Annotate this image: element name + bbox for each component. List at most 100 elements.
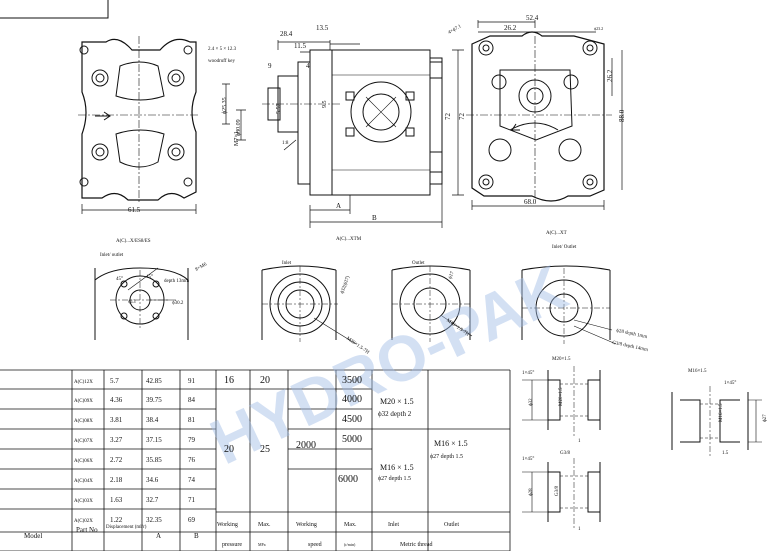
detail-d27: ϕ27: [763, 414, 768, 422]
title-frame: [0, 0, 109, 19]
label-inlet: Inlet: [282, 261, 292, 266]
cell-disp: 1.63: [110, 496, 123, 504]
cell-a: 32.7: [146, 496, 159, 504]
dim-holes-right: ϕ23.2: [594, 26, 603, 31]
dim-26-2-vert: 26.2: [606, 69, 614, 82]
cell-b: 84: [188, 396, 196, 404]
table-row: A(C)06X 2.72 35.85 76: [74, 456, 196, 464]
pressure-working-top: 16: [224, 375, 234, 386]
hdr-disp: Displacement (ml/r): [106, 525, 147, 530]
hdr-inlet: Inlet: [388, 522, 399, 528]
dim-52-4: 52.4: [526, 14, 539, 22]
outlet-thread-depth: ϕ27 depth 1.5: [430, 454, 463, 460]
label-front-angle2: 45°: [146, 275, 153, 280]
speed-max-3: 5000: [342, 434, 362, 445]
table-row: A(C)07X 3.27 37.15 79: [74, 436, 196, 444]
side-view: [222, 40, 464, 228]
dim-5-57: 5.57: [276, 104, 282, 115]
hdr-speed-unit: (r/min): [344, 542, 356, 547]
cell-a: 35.85: [146, 456, 162, 464]
speed-max-0: 3500: [342, 375, 362, 386]
inlet-thread-top: M20 × 1.5: [380, 397, 414, 406]
thread-detail-m20: [522, 366, 601, 436]
table-row: A(C)03X 1.63 32.7 71: [74, 496, 196, 504]
inlet-thread-low: M16 × 1.5: [380, 463, 414, 472]
detail-chamfer-2: 1×45°: [522, 457, 534, 462]
cell-disp: 3.81: [110, 416, 123, 424]
hdr-working-s: Working: [296, 522, 317, 528]
label-front-phi30: ϕ30.2: [172, 301, 184, 306]
cell-a: 38.4: [146, 416, 159, 424]
dim-4: 4: [306, 62, 310, 70]
dim-phi80: ϕ80.09: [236, 119, 242, 136]
flange-view: [78, 36, 200, 214]
cell-part: A(C)12X: [74, 380, 93, 385]
inlet-thread-low-depth: ϕ27 depth 1.5: [378, 476, 411, 482]
detail-title-m16: M16×1.5: [688, 369, 707, 374]
speed-max-1: 4000: [342, 394, 362, 405]
port-section-right: [521, 265, 617, 345]
dim-9: 9: [268, 62, 272, 70]
speed-max-4: 6000: [338, 474, 358, 485]
detail-chamfer-3: 1×45°: [724, 381, 736, 386]
label-right-d1: ϕ28 depth 1mm: [616, 329, 648, 340]
label-front-phi13: ϕ13: [128, 300, 136, 305]
detail-one2: 1: [578, 527, 581, 532]
cell-b: 79: [188, 436, 196, 444]
table-row: A(C)02X 1.22 32.35 69: [74, 516, 196, 524]
speed-max-2: 4500: [342, 414, 362, 425]
dim-woodruff: woodruff key: [208, 59, 235, 64]
detail-m20-sec: M20×1.5: [559, 387, 564, 406]
cell-a: 42.85: [146, 377, 162, 385]
cell-part: A(C)02X: [74, 519, 93, 524]
detail-title-g38: G3/8: [560, 451, 571, 456]
label-front-depth: depth 13mm: [164, 279, 189, 284]
dim-taper: 1:8: [282, 141, 289, 146]
port-section-inlet: [261, 265, 357, 345]
cell-part: A(C)09X: [74, 399, 93, 404]
dim-9-5: 9.5: [322, 101, 328, 109]
detail-one3: 1.5: [722, 451, 729, 456]
section-title-middle: A(C)...XTM: [336, 237, 362, 242]
cell-disp: 1.22: [110, 516, 123, 524]
table-row: A(C)09X 4.36 39.75 84: [74, 396, 196, 404]
cell-disp: 5.7: [110, 377, 119, 385]
port-section-outlet: [391, 265, 473, 342]
dim-61-5: 61.5: [128, 206, 141, 214]
hdr-working-p: Working: [217, 522, 238, 528]
hdr-b: B: [194, 532, 199, 540]
table-row: A(C)04X 2.18 34.6 74: [74, 476, 196, 484]
hdr-part: Part No: [76, 526, 98, 534]
inlet-thread-top-depth: ϕ32 depth 2: [378, 410, 412, 418]
cell-b: 76: [188, 456, 196, 464]
dim-B: B: [372, 214, 377, 222]
hdr-a: A: [156, 532, 161, 540]
hdr-pressure: pressure: [222, 542, 242, 548]
cell-a: 37.15: [146, 436, 162, 444]
cell-a: 32.35: [146, 516, 162, 524]
dim-72b: 72: [458, 113, 466, 121]
thread-detail-m16: [671, 386, 762, 456]
speed-working: 2000: [296, 440, 316, 451]
detail-d28: ϕ28: [529, 488, 534, 496]
pressure-max-top: 20: [260, 375, 270, 386]
dim-key: 2.4 × 5 × 12.3: [208, 47, 237, 52]
detail-title-m20: M20×1.5: [552, 357, 571, 362]
cell-disp: 4.36: [110, 396, 123, 404]
pressure-max-low: 25: [260, 444, 270, 455]
label-front-angle1: 45°: [116, 277, 123, 282]
port-section-front: [94, 267, 189, 340]
hdr-model: Model: [24, 532, 42, 540]
dim-11-5: 11.5: [294, 42, 306, 50]
section-title-right: A(C)...XT: [546, 231, 567, 236]
cell-part: A(C)03X: [74, 499, 93, 504]
cell-disp: 2.18: [110, 476, 123, 484]
label-front-m6: 8×M6: [195, 262, 209, 273]
dim-A: A: [336, 202, 341, 210]
dim-13-5: 13.5: [316, 24, 329, 32]
cell-a: 39.75: [146, 396, 162, 404]
hdr-pressure-unit: MPa: [258, 542, 266, 547]
detail-chamfer-1: 1×45°: [522, 371, 534, 376]
cell-part: A(C)04X: [74, 479, 93, 484]
